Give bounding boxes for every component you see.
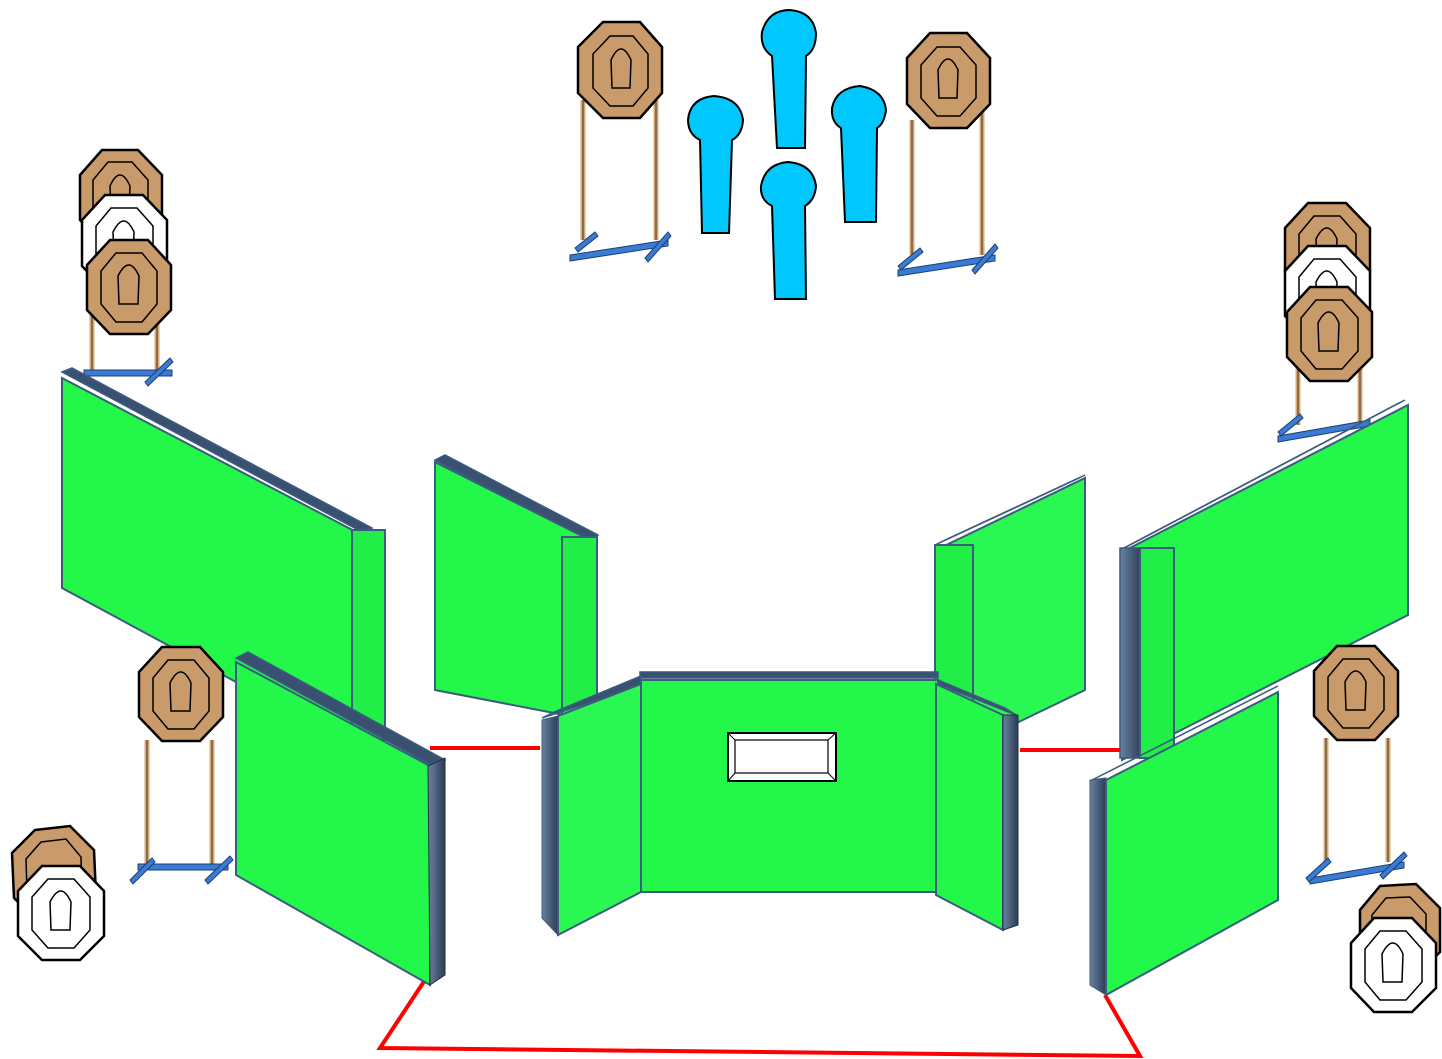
popper-icon	[760, 8, 818, 149]
popper-icon	[759, 160, 818, 300]
center-barricade	[541, 671, 1019, 937]
target-stand-icon	[569, 100, 672, 263]
shooting-area-outline	[376, 978, 1144, 1059]
steel-target-icon	[905, 31, 992, 130]
barricade-wall	[433, 454, 600, 722]
no-shoot-target-icon	[16, 864, 106, 962]
port-window	[727, 732, 837, 782]
no-shoot-target-icon	[1349, 916, 1438, 1014]
popper-icon	[686, 94, 745, 234]
steel-target-icon	[137, 645, 225, 743]
barricade-wall	[1119, 399, 1409, 762]
steel-target-icon	[1312, 644, 1400, 742]
barricade-wall	[234, 651, 447, 987]
steel-target-icon	[1285, 285, 1374, 383]
popper-icon	[830, 84, 888, 223]
target-stand-icon	[129, 740, 234, 885]
target-stand-icon	[897, 100, 999, 277]
steel-target-icon	[85, 238, 173, 336]
steel-target-icon	[576, 20, 664, 120]
target-stand-icon	[1305, 738, 1408, 885]
barricade-wall	[1089, 685, 1279, 997]
